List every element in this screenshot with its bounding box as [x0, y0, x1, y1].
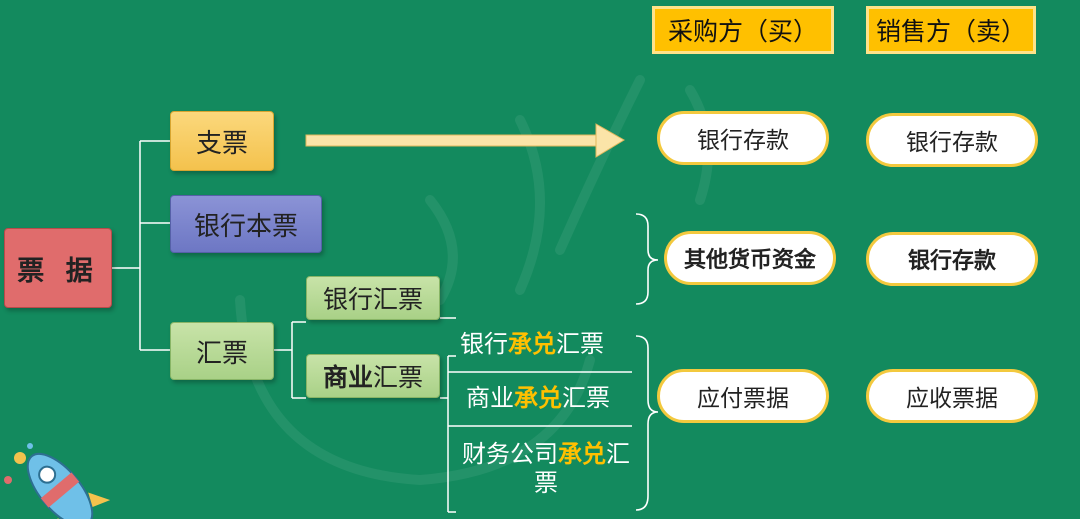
- bank-acceptance-draft: 银行承兑汇票: [460, 330, 604, 359]
- finance-acceptance-post: 汇票: [534, 440, 630, 497]
- draft-node: 汇票: [170, 322, 274, 380]
- commercial-acceptance-post: 汇票: [562, 384, 610, 412]
- bank-draft-node: 银行汇票: [306, 276, 440, 320]
- buyer-account-row2: 其他货币资金: [664, 231, 836, 285]
- commercial-acceptance-pre: 商业: [466, 384, 514, 412]
- buyer-column-header: 采购方（买）: [652, 6, 834, 54]
- finance-acceptance-highlight: 承兑: [558, 440, 606, 468]
- check-node: 支票: [170, 111, 274, 171]
- bank-acceptance-post: 汇票: [556, 330, 604, 358]
- bank-acceptance-highlight: 承兑: [508, 330, 556, 358]
- bank-acceptance-pre: 银行: [460, 330, 508, 358]
- root-bills-node: 票 据: [4, 228, 112, 308]
- seller-account-row3: 应收票据: [866, 369, 1038, 423]
- finance-acceptance-pre: 财务公司: [462, 440, 558, 468]
- seller-account-row2: 银行存款: [866, 232, 1038, 286]
- buyer-account-row1: 银行存款: [657, 111, 829, 165]
- commercial-draft-label: 汇票: [373, 363, 424, 392]
- commercial-draft-bold-label: 商业: [322, 363, 373, 392]
- cashier-check-node: 银行本票: [170, 195, 322, 253]
- rocket-icon: [4, 443, 110, 519]
- buyer-account-row3: 应付票据: [657, 369, 829, 423]
- commercial-acceptance-draft: 商业承兑汇票: [466, 384, 610, 413]
- arrow-icon: [305, 123, 625, 158]
- commercial-acceptance-highlight: 承兑: [514, 384, 562, 412]
- seller-column-header: 销售方（卖）: [866, 6, 1036, 54]
- finance-company-acceptance-draft: 财务公司承兑汇票: [456, 440, 636, 498]
- commercial-draft-node: 商业汇票: [306, 354, 440, 398]
- seller-account-row1: 银行存款: [866, 113, 1038, 167]
